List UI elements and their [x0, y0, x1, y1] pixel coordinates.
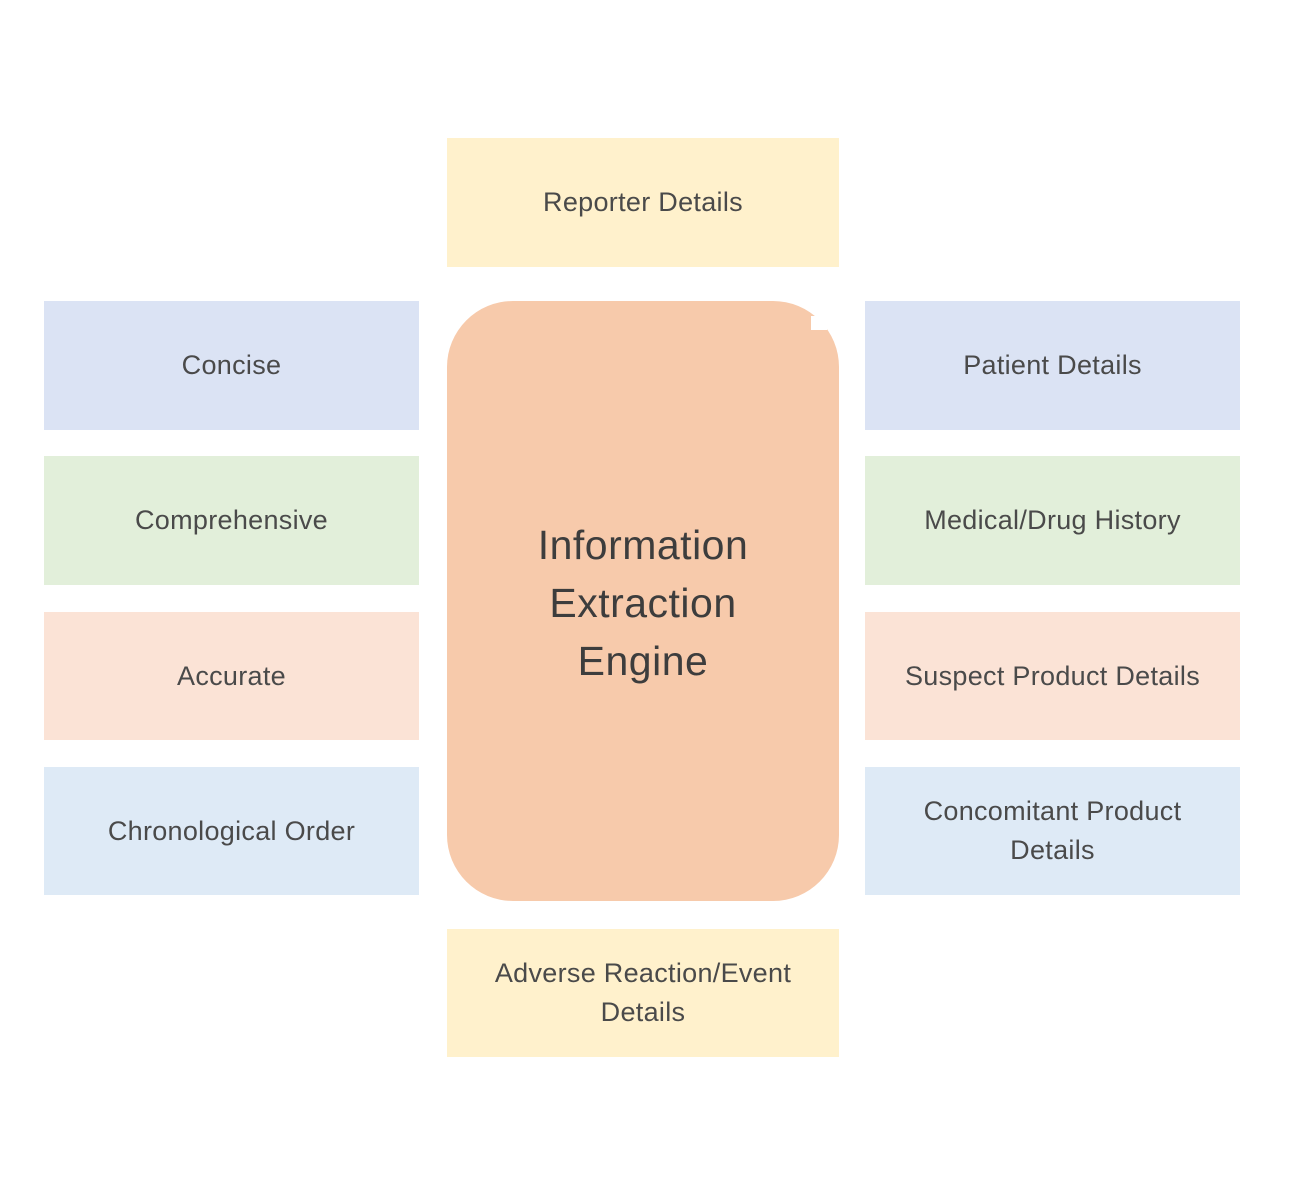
concomitant-label-line-1: Concomitant Product [923, 796, 1182, 826]
suspect-product-details-box: Suspect Product Details [865, 612, 1240, 740]
engine-corner-notch [811, 316, 827, 330]
adverse-reaction-event-details-box: Adverse Reaction/Event Details [447, 929, 839, 1057]
concomitant-label-line-2: Details [1010, 835, 1095, 865]
suspect-product-details-label: Suspect Product Details [904, 660, 1201, 691]
concomitant-product-details-label: Concomitant Product Details [924, 792, 1182, 870]
reporter-details-box: Reporter Details [447, 138, 839, 267]
concise-box: Concise [44, 301, 419, 430]
medical-drug-history-label: Medical/Drug History [924, 505, 1181, 535]
chronological-order-label: Chronological Order [107, 815, 356, 846]
engine-label-line-3: Engine [577, 638, 709, 684]
patient-details-label: Patient Details [963, 350, 1142, 380]
information-extraction-engine-box [447, 301, 839, 901]
reporter-details-label: Reporter Details [543, 187, 743, 217]
concise-label: Concise [181, 350, 282, 380]
adverse-label-line-2: Details [600, 997, 686, 1027]
adverse-reaction-event-details-label: Adverse Reaction/Event Details [495, 954, 791, 1032]
concomitant-product-details-box: Concomitant Product Details [865, 767, 1240, 895]
comprehensive-label: Comprehensive [135, 505, 328, 535]
adverse-label-line-1: Adverse Reaction/Event [494, 958, 792, 988]
accurate-label: Accurate [177, 660, 286, 691]
patient-details-box: Patient Details [865, 301, 1240, 430]
chronological-order-box: Chronological Order [44, 767, 419, 895]
engine-label-line-2: Extraction [549, 580, 737, 626]
accurate-box: Accurate [44, 612, 419, 740]
engine-label: Information Extraction Engine [447, 516, 839, 690]
medical-drug-history-box: Medical/Drug History [865, 456, 1240, 585]
comprehensive-box: Comprehensive [44, 456, 419, 585]
engine-label-line-1: Information [537, 522, 749, 568]
